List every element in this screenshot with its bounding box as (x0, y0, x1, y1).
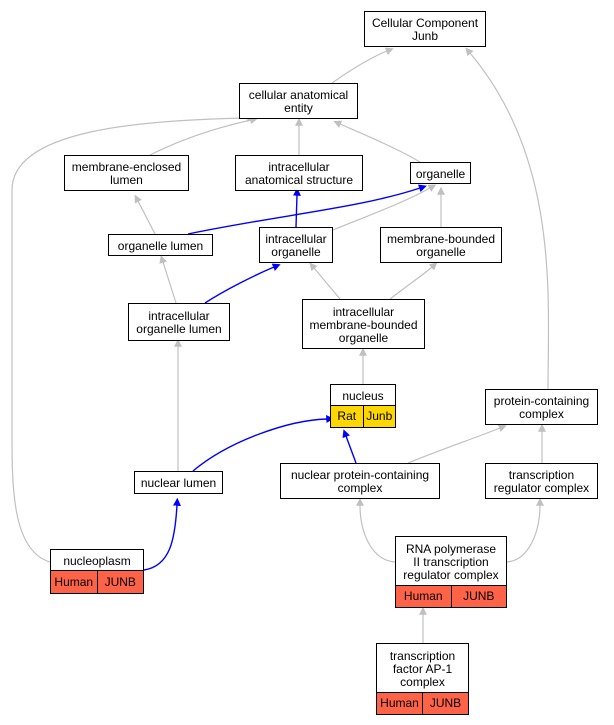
species-cell-rat: Rat (337, 409, 357, 423)
edge-ic_mbo-to-mbo (389, 262, 438, 300)
edge-pcc-to-cc_junb (465, 47, 550, 390)
node-nucleoplasm[interactable]: nucleoplasm Human JUNB (50, 549, 144, 594)
annotation-row: Rat Junb (331, 405, 395, 427)
node-label: intracellular organelle (265, 232, 327, 259)
edge-cae-to-cc_junb (331, 47, 394, 84)
node-label: nucleus (342, 389, 384, 403)
node-label: organelle (415, 166, 466, 181)
node-intracellular-organelle-lumen[interactable]: intracellular organelle lumen (128, 303, 230, 341)
node-label: transcription factor AP-1 complex (389, 649, 456, 689)
node-protein-containing-complex[interactable]: protein-containing complex (485, 389, 598, 425)
edge-nucleoplasm-to-cae (11, 114, 256, 563)
node-label: nuclear lumen (140, 476, 217, 490)
node-nucleus[interactable]: nucleus Rat Junb (330, 384, 396, 428)
node-cellular-component-junb[interactable]: Cellular Component Junb (364, 11, 486, 47)
node-label: RNA polymerase II transcription regulato… (403, 542, 499, 582)
node-label: Cellular Component Junb (371, 16, 479, 43)
gene-cell-junb: JUNB (450, 586, 507, 607)
node-membrane-bounded-organelle[interactable]: membrane-bounded organelle (380, 227, 502, 263)
edge-npcc-to-pcc (407, 424, 507, 464)
node-label: cellular anatomical entity (248, 88, 349, 115)
node-organelle[interactable]: organelle (410, 162, 471, 184)
edge-organelle-to-cae (333, 120, 421, 163)
node-transcription-regulator-complex[interactable]: transcription regulator complex (485, 463, 598, 499)
node-label: protein-containing complex (493, 394, 590, 421)
node-intracellular-membrane-bounded-organelle[interactable]: intracellular membrane-bounded organelle (302, 299, 425, 349)
node-intracellular-organelle[interactable]: intracellular organelle (259, 227, 333, 263)
node-transcription-factor-ap-1-complex[interactable]: transcription factor AP-1 complex Human … (376, 643, 469, 715)
edge-nucleoplasm-to-nuc_lumen (143, 497, 181, 571)
node-label: nucleoplasm (63, 554, 131, 568)
annotation-row: Human JUNB (51, 570, 143, 593)
edge-rnap-to-npcc (356, 497, 396, 563)
node-intracellular-anatomical-structure[interactable]: intracellular anatomical structure (235, 155, 363, 191)
edge-ic_org-to-organelle (332, 184, 437, 231)
node-rna-polymerase-ii-transcription-regulator-complex[interactable]: RNA polymerase II transcription regulato… (395, 536, 507, 608)
gene-cell-junb: JUNB (422, 693, 468, 714)
edge-ic_org-to-ias (292, 187, 301, 228)
node-label: intracellular membrane-bounded organelle (309, 304, 418, 345)
edge-ic_org_lumen-to-org_lumen (159, 255, 177, 304)
edge-rnap-to-trc (506, 497, 544, 563)
node-label: intracellular organelle lumen (136, 309, 222, 336)
node-nuclear-protein-containing-complex[interactable]: nuclear protein-containing complex (280, 463, 440, 499)
species-cell-human: Human (403, 589, 443, 603)
node-membrane-enclosed-lumen[interactable]: membrane-enclosed lumen (64, 155, 189, 191)
species-cell-human: Human (54, 574, 94, 589)
annotation-row: Human JUNB (377, 692, 468, 714)
node-cellular-anatomical-entity[interactable]: cellular anatomical entity (239, 83, 358, 119)
node-label: membrane-bounded organelle (386, 232, 496, 259)
node-label: transcription regulator complex (493, 468, 590, 495)
node-label: intracellular anatomical structure (244, 160, 354, 187)
gene-cell-junb: Junb (362, 406, 396, 427)
edge-org_lumen-to-mel (134, 194, 156, 235)
node-label: nuclear protein-containing complex (290, 468, 430, 495)
node-organelle-lumen[interactable]: organelle lumen (108, 234, 213, 256)
node-label: membrane-enclosed lumen (71, 160, 182, 187)
edge-mel-to-cae (149, 116, 259, 156)
node-label: organelle lumen (117, 238, 204, 253)
annotation-row: Human JUNB (396, 585, 506, 607)
edge-npcc-to-nucleus (342, 429, 357, 464)
node-nuclear-lumen[interactable]: nuclear lumen (134, 471, 223, 494)
edge-nuc_lumen-to-nucleus (192, 415, 335, 472)
edge-ic_mbo-to-ic_org (309, 262, 341, 300)
gene-cell-junb: JUNB (96, 571, 144, 593)
species-cell-human: Human (380, 696, 419, 710)
edge-ic_org_lumen-to-ic_org (204, 263, 281, 304)
edge-org_lumen-to-organelle (187, 184, 427, 235)
